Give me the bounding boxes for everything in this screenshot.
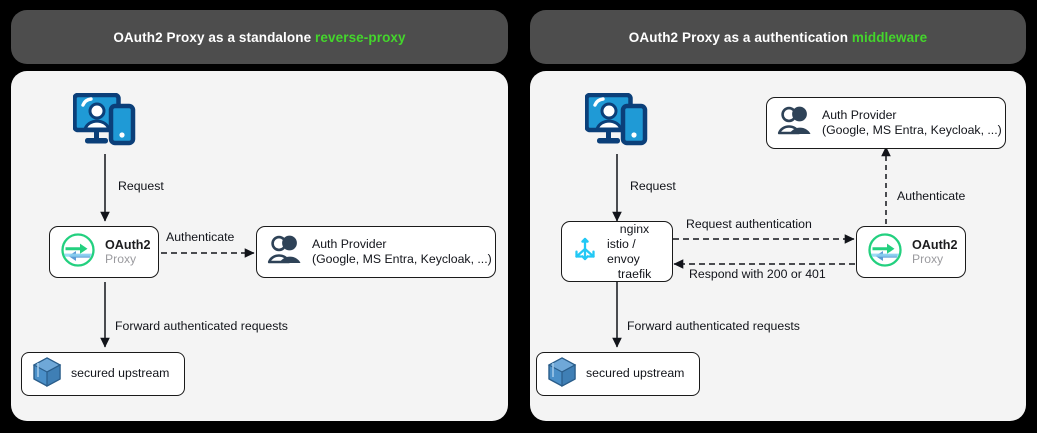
cube-icon bbox=[547, 356, 577, 393]
header-prefix-standalone: OAuth2 Proxy as a standalone bbox=[113, 29, 316, 45]
edge-label-proxy-to-upstream: Forward authenticated requests bbox=[115, 319, 288, 333]
oauth2-proxy-logo-icon bbox=[60, 232, 96, 273]
node-oauth2-proxy-middleware[interactable]: OAuth2 Proxy bbox=[856, 226, 966, 278]
edge-label-client-to-ingress: Request bbox=[630, 179, 676, 193]
auth-provider-label-standalone: Auth Provider (Google, MS Entra, Keycloa… bbox=[312, 237, 492, 268]
edge-label-proxy-to-auth-provider: Authenticate bbox=[166, 230, 235, 244]
edge-label-ingress-to-proxy: Request authentication bbox=[686, 217, 812, 231]
panel-header-middleware: OAuth2 Proxy as a authentication middlew… bbox=[530, 10, 1026, 64]
edge-label-proxy-to-ingress: Respond with 200 or 401 bbox=[689, 267, 826, 281]
header-prefix-middleware: OAuth2 Proxy as a authentication bbox=[628, 29, 852, 45]
panel-header-standalone-text: OAuth2 Proxy as a standalone reverse-pro… bbox=[113, 30, 405, 45]
oauth2-proxy-label-standalone: OAuth2 Proxy bbox=[105, 237, 151, 266]
edge-label-ingress-to-upstream: Forward authenticated requests bbox=[627, 319, 800, 333]
node-auth-provider-middleware[interactable]: Auth Provider (Google, MS Entra, Keycloa… bbox=[766, 97, 1006, 149]
ingress-line-istio-envoy: istio / envoy bbox=[607, 236, 640, 266]
auth-provider-people-icon bbox=[267, 234, 303, 271]
header-accent-middleware: middleware bbox=[851, 29, 928, 45]
edge-label-proxy-to-auth-provider: Authenticate bbox=[897, 189, 966, 203]
auth-provider-line2-middleware: (Google, MS Entra, Keycloak, ...) bbox=[822, 123, 1002, 137]
oauth2-proxy-subtitle-standalone: Proxy bbox=[105, 251, 137, 266]
secured-upstream-label-middleware: secured upstream bbox=[586, 366, 685, 381]
ingress-line-nginx: nginx bbox=[619, 221, 650, 236]
auth-provider-line1-middleware: Auth Provider bbox=[822, 107, 897, 122]
node-secured-upstream-middleware[interactable]: secured upstream bbox=[536, 352, 700, 396]
panel-body-standalone: Request OAuth2 Prox bbox=[11, 71, 508, 421]
node-auth-provider-standalone[interactable]: Auth Provider (Google, MS Entra, Keycloa… bbox=[256, 226, 496, 278]
oauth2-proxy-subtitle-middleware: Proxy bbox=[912, 251, 944, 266]
auth-provider-people-icon bbox=[777, 105, 813, 142]
secured-upstream-label-standalone: secured upstream bbox=[71, 366, 170, 381]
oauth2-proxy-logo-icon bbox=[867, 232, 903, 273]
panel-body-middleware: Request bbox=[530, 71, 1026, 421]
ingress-line-traefik: traefik bbox=[617, 266, 652, 281]
auth-provider-label-middleware: Auth Provider (Google, MS Entra, Keycloa… bbox=[822, 108, 1002, 139]
edge-label-client-to-proxy: Request bbox=[118, 179, 164, 193]
panel-standalone-reverse-proxy: OAuth2 Proxy as a standalone reverse-pro… bbox=[11, 10, 508, 421]
auth-provider-line1-standalone: Auth Provider bbox=[312, 236, 387, 251]
ingress-label-stack: nginx istio / envoy traefik bbox=[607, 222, 662, 282]
header-accent-standalone: reverse-proxy bbox=[315, 29, 406, 45]
client-devices-icon bbox=[72, 92, 137, 160]
cube-icon bbox=[32, 356, 62, 393]
oauth2-proxy-title-middleware: OAuth2 bbox=[912, 237, 958, 252]
node-oauth2-proxy-standalone[interactable]: OAuth2 Proxy bbox=[49, 226, 159, 278]
node-secured-upstream-standalone[interactable]: secured upstream bbox=[21, 352, 185, 396]
traffic-router-icon bbox=[572, 235, 598, 268]
client-devices-icon bbox=[584, 92, 649, 160]
panel-header-standalone: OAuth2 Proxy as a standalone reverse-pro… bbox=[11, 10, 508, 64]
node-ingress-proxy[interactable]: nginx istio / envoy traefik bbox=[561, 221, 673, 282]
panel-header-middleware-text: OAuth2 Proxy as a authentication middlew… bbox=[629, 30, 927, 45]
panel-authentication-middleware: OAuth2 Proxy as a authentication middlew… bbox=[519, 0, 1037, 433]
auth-provider-line2-standalone: (Google, MS Entra, Keycloak, ...) bbox=[312, 252, 492, 266]
oauth2-proxy-label-middleware: OAuth2 Proxy bbox=[912, 237, 958, 266]
oauth2-proxy-title-standalone: OAuth2 bbox=[105, 237, 151, 252]
